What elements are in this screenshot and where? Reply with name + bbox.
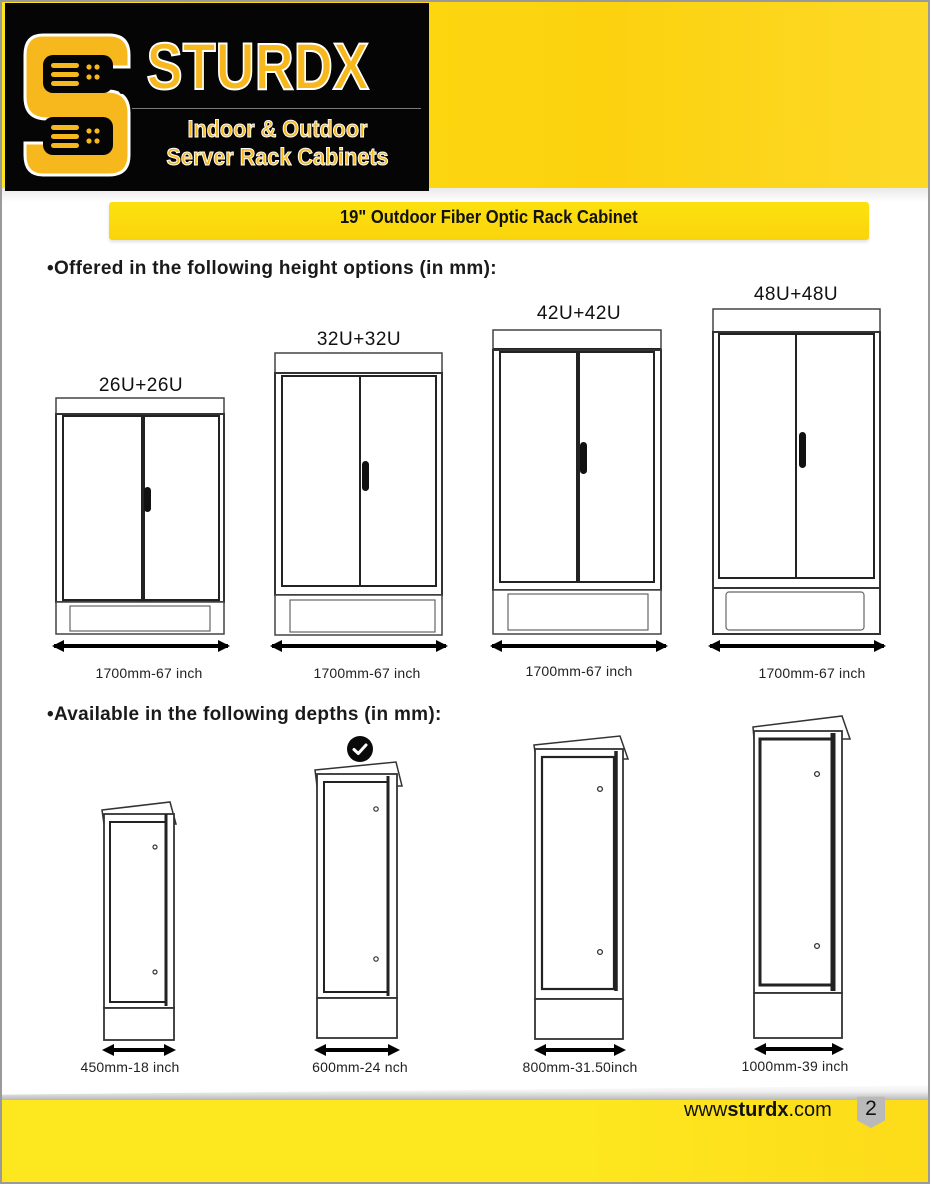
cabinet-front-drawing-icon [270,352,448,652]
cabinet-front-drawing-icon [490,329,668,652]
cabinet-front-drawing-icon [52,397,230,652]
url-suffix: .com [788,1099,832,1121]
cabinet-side-drawing-icon [314,761,403,1056]
brand-tagline-line2: Server Rack Cabinets [166,144,389,171]
footer-shadow [2,1085,930,1100]
cabinet-side-drawing-icon [752,715,852,1055]
height-dimension-label: 1700mm-67 inch [758,665,866,681]
depth-dimension-label: 450mm-18 inch [80,1059,180,1075]
brand-divider [132,108,421,109]
height-dimension-label: 1700mm-67 inch [525,663,633,679]
brand-name: STURDX [146,29,370,103]
height-option-label: 42U+42U [536,303,622,324]
depth-dimension-label: 800mm-31.50inch [522,1059,638,1075]
depth-dimension-label: 600mm-24 nch [312,1059,408,1075]
website-link[interactable]: wwwsturdx.com [684,1099,832,1122]
page-number: 2 [865,1097,877,1120]
cabinet-side-drawing-icon [101,801,177,1056]
height-dimension-label: 1700mm-67 inch [95,665,203,681]
server-s-logo-icon [23,33,131,177]
heights-heading: •Offered in the following height options… [47,258,497,279]
header-shadow [2,188,930,202]
height-option-label: 26U+26U [98,375,184,396]
height-dimension-label: 1700mm-67 inch [313,665,421,681]
cabinet-front-drawing-icon [708,308,886,652]
url-brand: sturdx [727,1099,789,1121]
product-title: 19" Outdoor Fiber Optic Rack Cabinet [340,207,638,227]
page-number-badge: 2 [857,1096,885,1128]
check-circle-icon [347,736,373,762]
depths-heading: •Available in the following depths (in m… [47,704,442,725]
height-option-label: 32U+32U [316,329,402,350]
height-option-label: 48U+48U [753,284,839,305]
depth-dimension-label: 1000mm-39 inch [741,1058,849,1074]
url-prefix: www [684,1099,728,1121]
brand-logo: STURDX Indoor & Outdoor Server Rack Cabi… [5,3,429,191]
cabinet-side-drawing-icon [533,735,630,1056]
product-title-band: 19" Outdoor Fiber Optic Rack Cabinet [109,202,869,240]
brand-tagline-line1: Indoor & Outdoor [187,116,368,143]
footer-banner [2,1100,930,1184]
